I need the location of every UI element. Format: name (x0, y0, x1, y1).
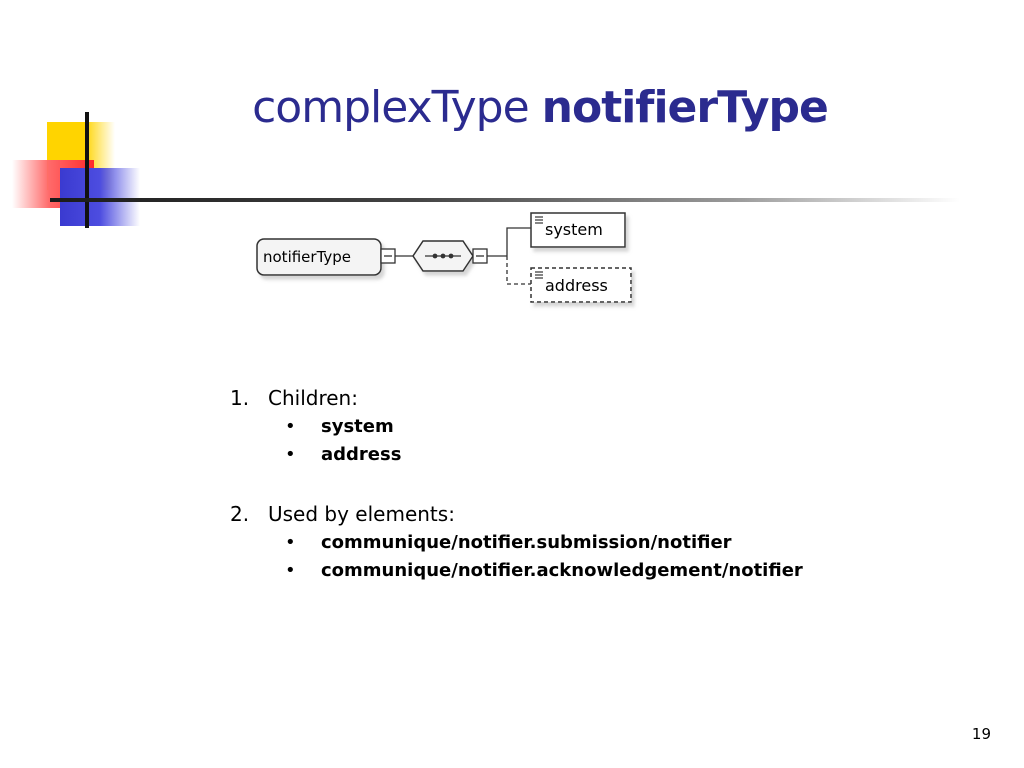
list-item: •communique/notifier.acknowledgement/not… (285, 560, 803, 581)
child-node-address-label: address (545, 276, 608, 295)
sequence-collapse-icon[interactable] (472, 248, 488, 264)
list-item: •address (285, 444, 402, 465)
logo-blue-square (60, 168, 140, 226)
section-children: 1. Children: (230, 383, 990, 413)
child-node-system: system (530, 212, 626, 248)
logo-vertical-line (85, 112, 89, 228)
section-number: 2. (230, 502, 250, 526)
schema-diagram: notifierType system address (256, 212, 632, 303)
title-bold: notifierType (541, 82, 829, 133)
list-item: •communique/notifier.submission/notifier (285, 532, 732, 553)
type-collapse-icon[interactable] (380, 248, 396, 264)
child-node-address: address (530, 267, 632, 303)
section-label: Children: (268, 386, 358, 410)
type-node-label: notifierType (263, 248, 351, 266)
page-number: 19 (971, 725, 991, 743)
section-label: Used by elements: (268, 502, 455, 526)
title-divider-line (50, 198, 960, 202)
slide-title: complexType notifierType (0, 82, 1024, 133)
slide-content: 1. Children: •system •address 2. Used by… (230, 383, 990, 585)
section-number: 1. (230, 386, 250, 410)
section-used-by: 2. Used by elements: (230, 499, 990, 529)
list-item: •system (285, 416, 394, 437)
sequence-compositor-icon (412, 240, 474, 272)
logo-decoration (0, 0, 160, 240)
child-node-system-label: system (545, 220, 603, 239)
children-list: •system •address (285, 413, 990, 469)
type-node: notifierType (256, 238, 382, 276)
title-prefix: complexType (252, 82, 530, 133)
used-by-list: •communique/notifier.submission/notifier… (285, 529, 990, 585)
